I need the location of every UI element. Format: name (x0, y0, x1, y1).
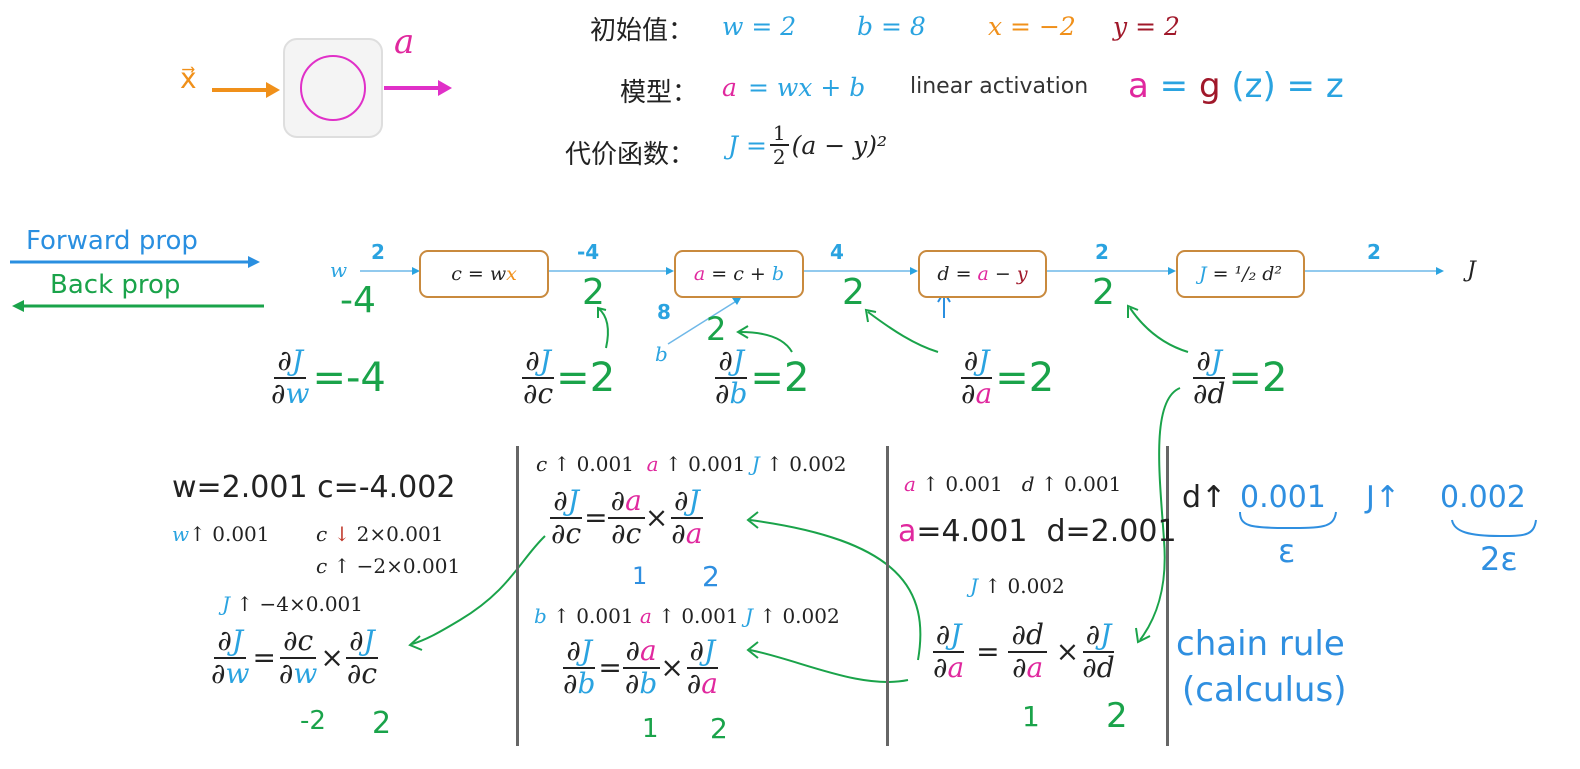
panel4-epsilon: ε (1278, 532, 1296, 570)
graph-w-grad: -4 (340, 280, 376, 321)
panel3-J-up: J ↑ 0.002 (970, 574, 1065, 598)
model-label: 模型： (620, 78, 699, 108)
panel1-chain-eq: ∂J∂w = ∂c∂w × ∂J∂c (211, 624, 378, 690)
neuron-circle (300, 55, 366, 121)
panel2-under-b2: 2 (710, 712, 728, 745)
panel1-w-up-value: ↑ 0.001 (189, 522, 270, 546)
node-a: a = c + b (674, 250, 804, 298)
cost-den: 2 (772, 145, 786, 169)
cost-num: 1 (769, 122, 789, 146)
graph-a-value: 4 (830, 240, 844, 264)
panel4-calculus: (calculus) (1182, 670, 1347, 710)
init-x: x = −2 (988, 12, 1076, 41)
deriv-dJdd: ∂J∂d =2 (1193, 344, 1288, 410)
divider-1 (516, 446, 519, 746)
graph-c-grad: 2 (582, 272, 605, 313)
init-b: b = 8 (857, 12, 926, 41)
graph-b-grad: 2 (706, 310, 727, 348)
panel4-d-amount: 0.001 (1240, 480, 1326, 515)
node-J: J = ¹/₂ d² (1176, 250, 1305, 298)
linear-activation-label: linear activation (910, 74, 1089, 99)
model-rhs: = wx + b (748, 73, 866, 102)
activation-handwritten: a = g (z) = z (1128, 66, 1344, 106)
panel2-top-line: c ↑ 0.001 a ↑ 0.001 J ↑ 0.002 (536, 452, 847, 476)
deriv-dJdb-value: =2 (750, 354, 810, 401)
deriv-dJdc: ∂J∂c =2 (522, 344, 616, 410)
neuron-unit (283, 38, 383, 138)
panel4-J-up: J↑ (1366, 480, 1400, 515)
cost-label: 代价函数： (565, 140, 696, 170)
deriv-dJda: ∂J∂a =2 (960, 344, 1055, 410)
panel1-J-up: J ↑ −4×0.001 (222, 592, 364, 616)
deriv-dJda-value: =2 (995, 354, 1055, 401)
cost-J: J = (728, 130, 767, 160)
deriv-dJdw: ∂J∂w =-4 (271, 344, 386, 410)
init-y: y = 2 (1113, 12, 1180, 41)
panel2-chain-c: ∂J∂c = ∂a∂c × ∂J∂a (550, 484, 703, 550)
cost-fraction: 1 2 (769, 122, 789, 169)
panel1-c-up-value: ↑ −2×0.001 (333, 554, 461, 578)
back-prop-label: Back prop (50, 270, 181, 300)
panel4-J-amount: 0.002 (1440, 480, 1526, 515)
panel3-under-1: 1 (1022, 700, 1040, 733)
panel2-chain-b: ∂J∂b = ∂a∂b × ∂J∂a (563, 634, 719, 700)
panel1-J-up-value: ↑ −4×0.001 (236, 592, 364, 616)
panel1-c-up: c ↑ −2×0.001 (316, 554, 461, 578)
graph-c-value: -4 (577, 240, 600, 264)
graph-d-grad: 2 (1092, 272, 1115, 313)
graph-J-value: 2 (1367, 240, 1381, 264)
panel1-c-down-value: 2×0.001 (350, 522, 444, 546)
panel4-chain-rule: chain rule (1176, 624, 1345, 664)
input-x-label: x⃗ (180, 62, 197, 95)
panel1-under-2: 2 (372, 706, 392, 741)
deriv-dJdc-value: =2 (556, 354, 616, 401)
panel2-under-b1: 1 (642, 714, 659, 744)
panel1-hw-line: w=2.001 c=-4.002 (172, 470, 456, 505)
init-w: w = 2 (722, 12, 797, 41)
panel4-two-epsilon: 2ε (1480, 540, 1518, 578)
model-a: a (722, 73, 737, 102)
graph-J-label: J (1467, 258, 1476, 283)
panel1-w-up: w↑ 0.001 (172, 522, 270, 546)
activation-rest: = g (z) = z (1159, 66, 1344, 106)
graph-b-value: 8 (657, 300, 671, 324)
panel4-d-up: d↑ (1182, 480, 1227, 515)
node-d: d = a − y (918, 250, 1047, 298)
cost-rest: (a − y)² (791, 130, 888, 160)
panel3-top-line: a ↑ 0.001 d ↑ 0.001 (904, 472, 1122, 496)
deriv-dJdd-value: =2 (1228, 354, 1288, 401)
panel2-under-c1: 1 (632, 562, 648, 590)
panel3-chain-eq: ∂J∂a = ∂d∂a × ∂J∂d (932, 618, 1115, 684)
graph-d-value: 2 (1095, 240, 1109, 264)
init-label: 初始值： (590, 16, 695, 46)
output-a-label: a (394, 22, 415, 62)
panel2-mid-line: b ↑ 0.001 a ↑ 0.001 J ↑ 0.002 (534, 604, 840, 628)
activation-a: a (1128, 66, 1149, 106)
panel1-under-1: -2 (300, 706, 326, 736)
panel1-c-down: c ↓ 2×0.001 (316, 522, 444, 546)
forward-prop-label: Forward prop (26, 226, 198, 256)
deriv-dJdb: ∂J∂b =2 (715, 344, 810, 410)
graph-a-grad: 2 (842, 272, 865, 313)
graph-w-label: w (330, 258, 348, 282)
node-c: c = wx (419, 250, 549, 298)
divider-3 (1166, 446, 1169, 746)
panel2-under-c2: 2 (702, 560, 720, 593)
graph-w-value: 2 (371, 240, 385, 264)
divider-2 (886, 446, 889, 746)
panel3-under-2: 2 (1106, 696, 1128, 736)
panel3-hw-line: a=4.001 d=2.001 (898, 514, 1177, 549)
graph-b-label: b (655, 342, 668, 366)
deriv-dJdw-value: =-4 (312, 354, 386, 401)
cost-formula: J = 1 2 (a − y)² (728, 122, 887, 168)
